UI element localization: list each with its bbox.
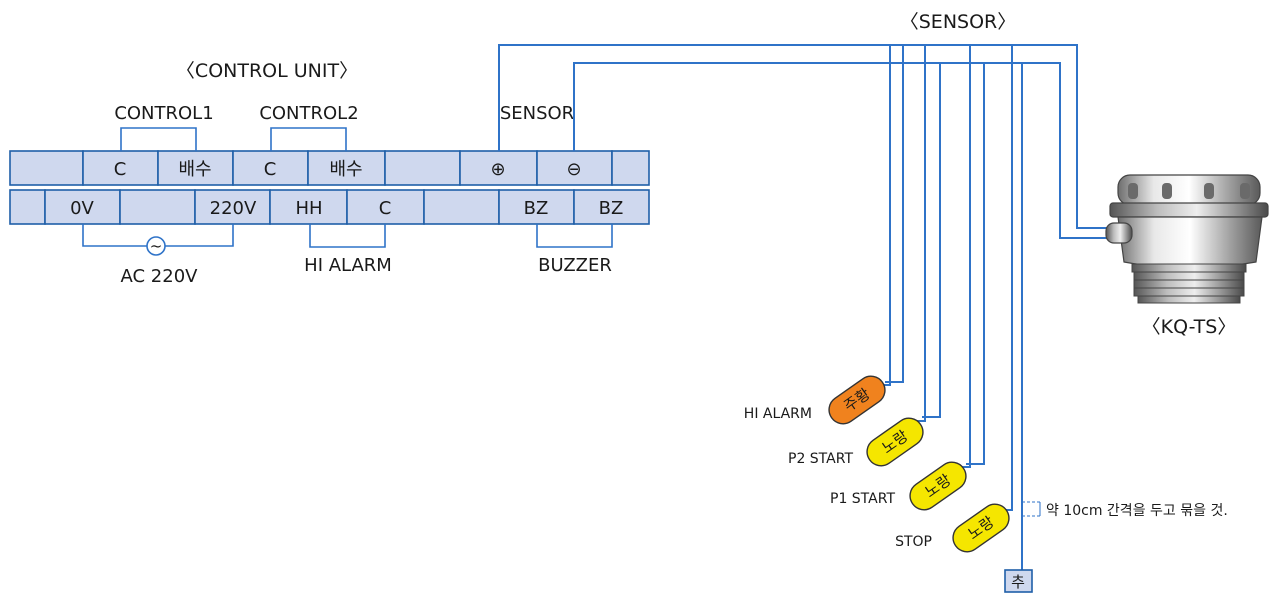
- terminal-label: HH: [295, 198, 322, 219]
- float-label: P1 START: [830, 491, 895, 507]
- cap-rib: [1240, 183, 1250, 199]
- float-body-yellow: [909, 461, 967, 511]
- terminal-label: 0V: [70, 198, 94, 219]
- terminal-cell: [423, 189, 500, 225]
- weight-label: 추: [1011, 573, 1025, 591]
- terminal-cell: [346, 189, 425, 225]
- sensor-housing: [1117, 216, 1263, 269]
- float-body-yellow: [866, 417, 924, 467]
- float-wire-1a: [876, 45, 891, 386]
- terminal-label: BZ: [524, 198, 549, 219]
- hi-alarm-output-label: HI ALARM: [304, 255, 392, 276]
- terminal-label: 220V: [210, 198, 257, 219]
- cap-rib: [1204, 183, 1214, 199]
- cap-rib: [1128, 183, 1138, 199]
- terminal-cell: [194, 189, 271, 225]
- ac-source-icon: [146, 236, 166, 256]
- minus-terminal-label: ⊖: [566, 159, 581, 180]
- terminal-row-top: C 배수 C 배수 ⊕ ⊖: [9, 150, 650, 186]
- float-label: STOP: [895, 534, 932, 550]
- terminal-label: 배수: [178, 159, 211, 180]
- float-p1-start: 노랑 P1 START: [830, 461, 967, 511]
- ac-bracket-right: [165, 224, 234, 247]
- control2-bracket: [270, 127, 347, 151]
- float-body-orange: [828, 375, 886, 425]
- float-stop: 노랑 STOP: [895, 503, 1010, 553]
- cap-rib: [1162, 183, 1172, 199]
- thread: [1133, 279, 1245, 289]
- float-wire-3b: [966, 63, 985, 465]
- buzzer-label: BUZZER: [538, 255, 612, 276]
- terminal-cell: [9, 189, 46, 225]
- wire-plus: [498, 44, 1112, 229]
- terminal-row-bottom: 0V 220V HH C BZ BZ: [9, 189, 650, 225]
- terminal-cell: [82, 150, 159, 186]
- weight-box: [1004, 569, 1033, 593]
- control1-label: CONTROL1: [114, 103, 213, 124]
- spacing-marker-lines: [1022, 501, 1040, 517]
- float-wire-3a: [958, 45, 971, 468]
- terminal-cell: [459, 150, 538, 186]
- float-body-yellow: [952, 503, 1010, 553]
- float-wire-4a: [1000, 45, 1013, 511]
- sensor-device-icon: [1105, 174, 1269, 304]
- spacing-note: 약 10cm 간격을 두고 묶을 것.: [1046, 503, 1228, 519]
- terminal-label: 배수: [329, 159, 362, 180]
- cable-gland: [1105, 222, 1133, 244]
- float-p2-start: 노랑 P2 START: [788, 417, 924, 467]
- terminal-cell: [119, 189, 196, 225]
- float-wire-2b: [922, 63, 941, 418]
- terminal-label: C: [379, 198, 392, 219]
- ac-symbol: ~: [150, 237, 163, 255]
- terminal-cell: [384, 150, 461, 186]
- float-wire-2a: [915, 45, 926, 422]
- control2-label: CONTROL2: [259, 103, 358, 124]
- sensor-group-label: SENSOR: [500, 103, 574, 124]
- thread: [1137, 295, 1241, 304]
- terminal-cell: [9, 150, 84, 186]
- wire-minus: [573, 62, 1112, 239]
- hi-alarm-bracket: [309, 224, 386, 248]
- terminal-cell: [611, 150, 650, 186]
- ac-bracket-left: [82, 224, 147, 247]
- float-hi-alarm: 주황 HI ALARM: [744, 375, 886, 425]
- float-wire-1b: [885, 45, 904, 383]
- control-unit-heading: 〈CONTROL UNIT〉: [176, 60, 358, 82]
- float-label: P2 START: [788, 451, 853, 467]
- terminal-cell: [157, 150, 234, 186]
- float-label: HI ALARM: [744, 406, 812, 422]
- plus-terminal-label: ⊕: [490, 159, 505, 180]
- terminal-cell: [573, 189, 650, 225]
- model-label: 〈KQ-TS〉: [1142, 316, 1237, 338]
- ac-label: AC 220V: [121, 266, 199, 287]
- terminal-label: BZ: [599, 198, 624, 219]
- sensor-cap: [1117, 174, 1261, 206]
- thread: [1133, 271, 1245, 281]
- thread: [1131, 263, 1247, 273]
- terminal-label: C: [264, 159, 277, 180]
- terminal-cell: [536, 150, 613, 186]
- terminal-cell: [269, 189, 348, 225]
- terminal-label: C: [114, 159, 127, 180]
- sensor-cable-wires: [498, 44, 1112, 570]
- thread: [1133, 287, 1245, 297]
- buzzer-bracket: [536, 224, 613, 248]
- sensor-heading: 〈SENSOR〉: [900, 11, 1017, 33]
- control1-bracket: [120, 127, 197, 151]
- sensor-flange: [1109, 202, 1269, 218]
